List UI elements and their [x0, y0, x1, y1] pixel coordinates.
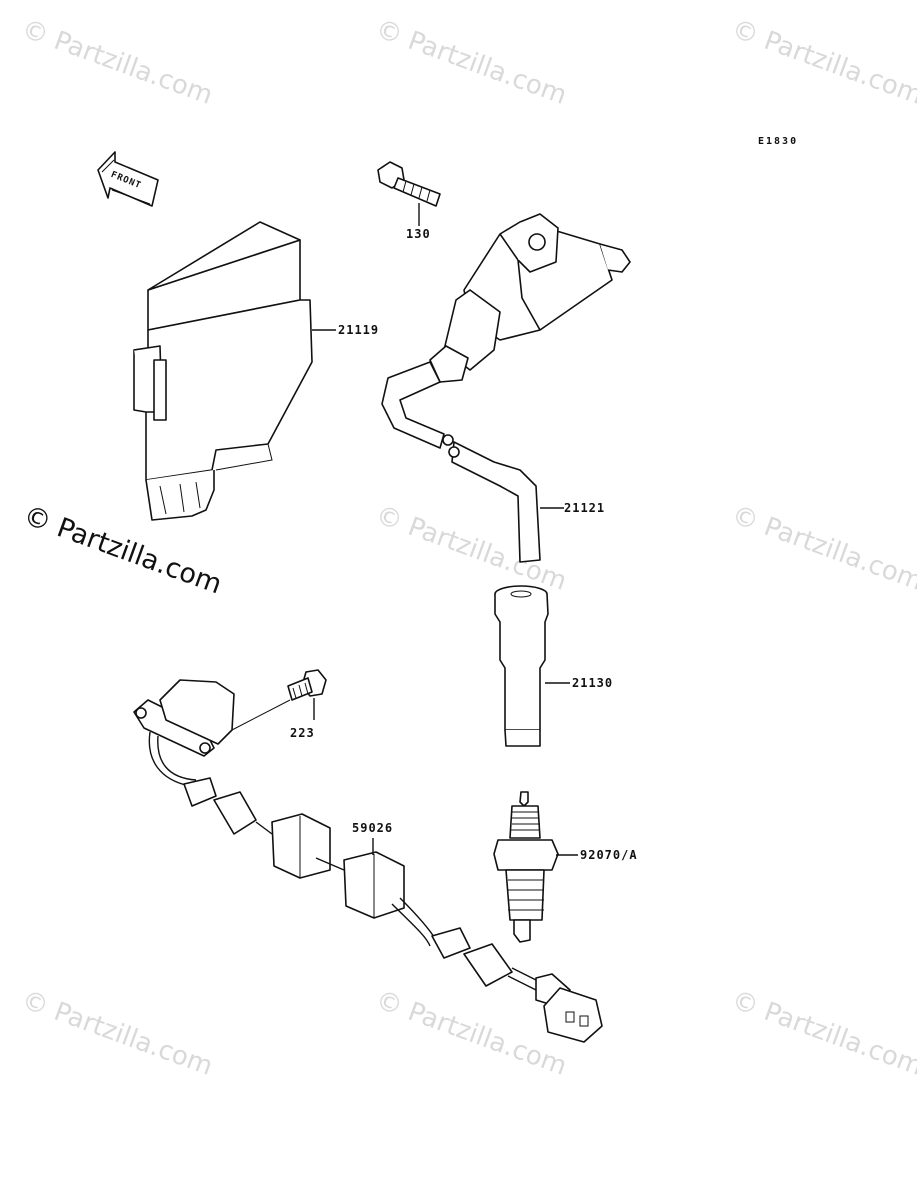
figure-id: E1830: [758, 136, 799, 147]
front-arrow-icon: [97, 151, 159, 207]
part-label-21130[interactable]: 21130: [572, 676, 614, 690]
part-label-92070A[interactable]: 92070/A: [580, 848, 638, 862]
part-label-21119[interactable]: 21119: [338, 323, 380, 337]
part-label-223[interactable]: 223: [290, 726, 315, 740]
screw-223: [231, 669, 327, 731]
spark-plug-92070A: [493, 791, 578, 943]
pickup-harness-59026: [133, 679, 603, 1043]
part-label-59026[interactable]: 59026: [352, 821, 394, 835]
ignition-coil-21121: [381, 213, 631, 563]
part-label-21121[interactable]: 21121: [564, 501, 606, 515]
part-label-130[interactable]: 130: [406, 227, 431, 241]
bolt-130: [377, 161, 441, 226]
igniter-21119: [133, 221, 336, 521]
plug-cap-21130: [494, 585, 570, 747]
